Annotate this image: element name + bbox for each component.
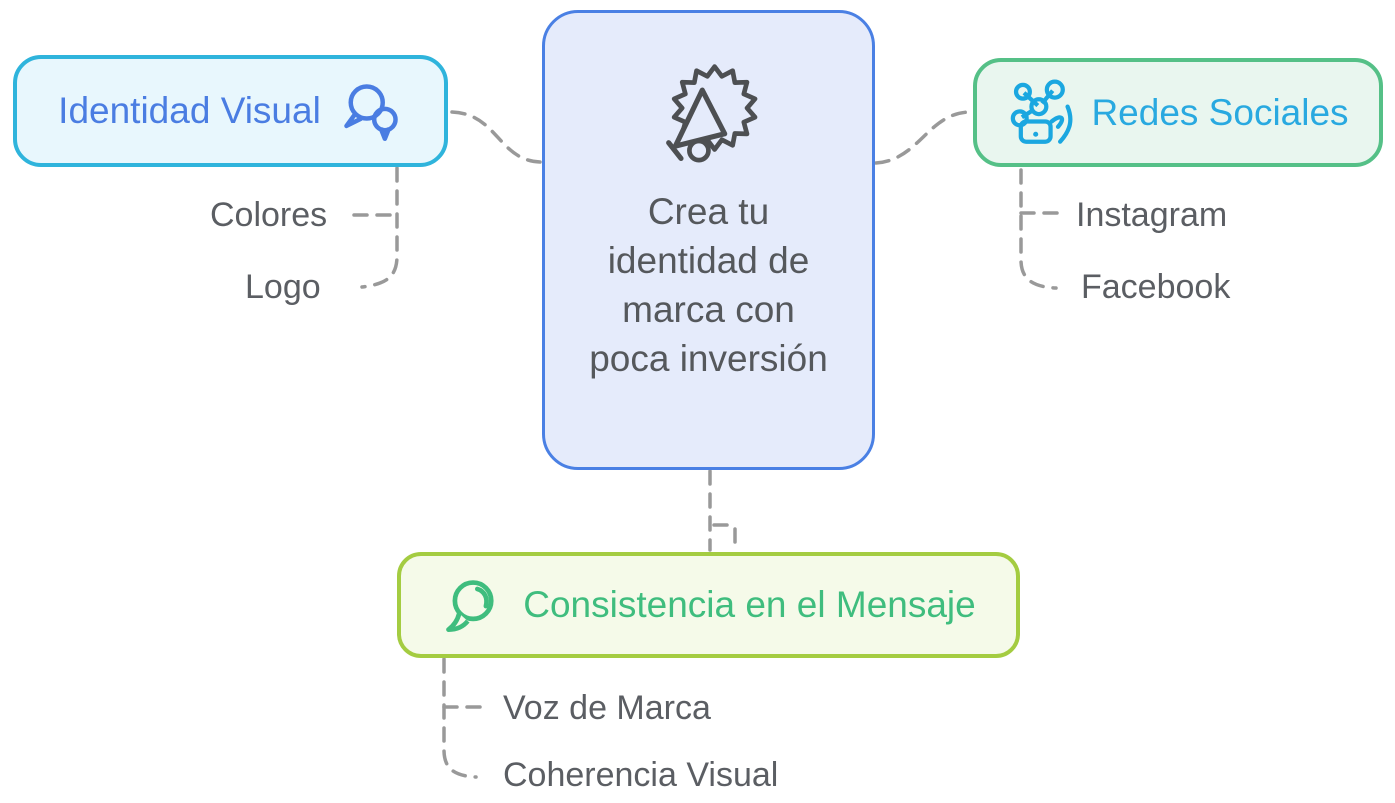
social-network-phone-icon (1011, 79, 1073, 144)
connector-redes-children-trunk (1019, 168, 1058, 290)
child-label-voz-de-marca[interactable]: Voz de Marca (503, 689, 711, 727)
node-identidad-visual-label: Identidad Visual (58, 90, 321, 131)
connector-center-to-consistencia (703, 469, 740, 577)
connector-consistencia-children-trunk (442, 657, 478, 779)
connector-identidad-children-trunk (360, 166, 399, 289)
child-label-coherencia-visual[interactable]: Coherencia Visual (503, 756, 779, 794)
node-consistencia-mensaje[interactable]: Consistencia en el Mensaje (397, 552, 1020, 658)
child-label-facebook[interactable]: Facebook (1081, 268, 1231, 306)
child-label-colores[interactable]: Colores (210, 196, 328, 234)
node-central-topic[interactable]: Crea tu identidad de marca con poca inve… (542, 10, 875, 470)
chat-bubbles-icon (344, 84, 398, 141)
connector-center-to-redes (874, 110, 973, 165)
starburst-path (671, 64, 757, 152)
node-redes-sociales[interactable]: Redes Sociales (973, 58, 1383, 167)
node-redes-sociales-label: Redes Sociales (1091, 91, 1349, 133)
connector-center-to-identidad (450, 110, 542, 164)
central-topic-text: Crea tu identidad de marca con poca inve… (589, 191, 828, 379)
megaphone-burst-icon (665, 64, 757, 163)
speech-bubble-icon (446, 580, 494, 632)
child-label-logo[interactable]: Logo (245, 268, 321, 306)
child-label-instagram[interactable]: Instagram (1076, 196, 1228, 234)
node-identidad-visual[interactable]: Identidad Visual (13, 55, 448, 167)
node-consistencia-mensaje-label: Consistencia en el Mensaje (523, 584, 976, 625)
